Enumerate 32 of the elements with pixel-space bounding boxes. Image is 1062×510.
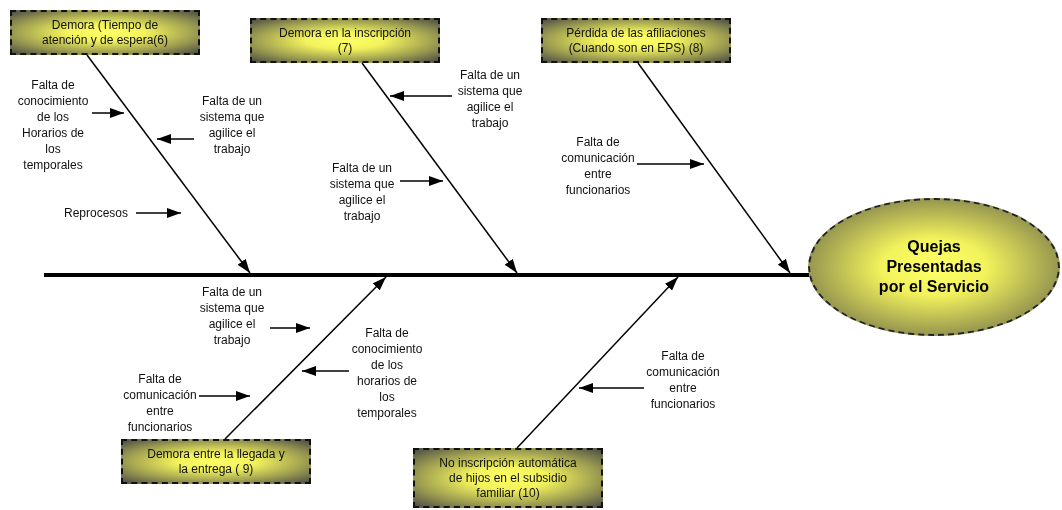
- cause-text: Falta de un sistema que agilice el trabajo: [194, 284, 270, 348]
- cause-text: Falta de comunicación entre funcionarios: [121, 371, 199, 435]
- cause-text: Falta de un sistema que agilice el trabajo: [452, 67, 528, 131]
- cause-category-box: Demora en la inscripción (7): [250, 18, 440, 63]
- arrow: [637, 62, 791, 274]
- arrow: [135, 208, 182, 218]
- cause-text: Falta de conocimiento de los horarios de los temporales: [349, 325, 425, 421]
- arrow: [301, 366, 350, 376]
- arrow: [578, 383, 645, 393]
- cause-category-box: Demora entre la llegada y la entrega ( 9): [121, 439, 311, 484]
- arrow: [91, 108, 125, 118]
- arrow: [86, 54, 251, 274]
- cause-category-box: No inscripción automática de hijos en el subsidio familiar (10): [413, 448, 603, 508]
- cause-category-box: Demora (Tiempo de atención y de espera(6): [10, 10, 200, 55]
- cause-text: Falta de comunicación entre funcionarios: [644, 348, 722, 412]
- arrow: [361, 62, 518, 274]
- arrow: [269, 323, 311, 333]
- cause-text: Falta de un sistema que agilice el trabajo: [324, 160, 400, 224]
- arrow: [224, 276, 387, 440]
- arrow: [156, 134, 195, 144]
- cause-text: Falta de conocimiento de los Horarios de los temporales: [14, 77, 92, 173]
- cause-text: Falta de un sistema que agilice el trabajo: [194, 93, 270, 157]
- cause-text: Falta de comunicación entre funcionarios: [559, 134, 637, 198]
- arrow: [399, 176, 444, 186]
- cause-text: Reprocesos: [56, 205, 136, 221]
- cause-category-box: Pérdida de las afiliaciones (Cuando son en EPS) (8): [541, 18, 731, 63]
- arrow: [198, 391, 251, 401]
- effect-ellipse: Quejas Presentadas por el Servicio: [808, 198, 1060, 336]
- arrow: [389, 91, 453, 101]
- spine-bar: [44, 273, 809, 277]
- arrow: [636, 159, 705, 169]
- arrow: [516, 276, 679, 449]
